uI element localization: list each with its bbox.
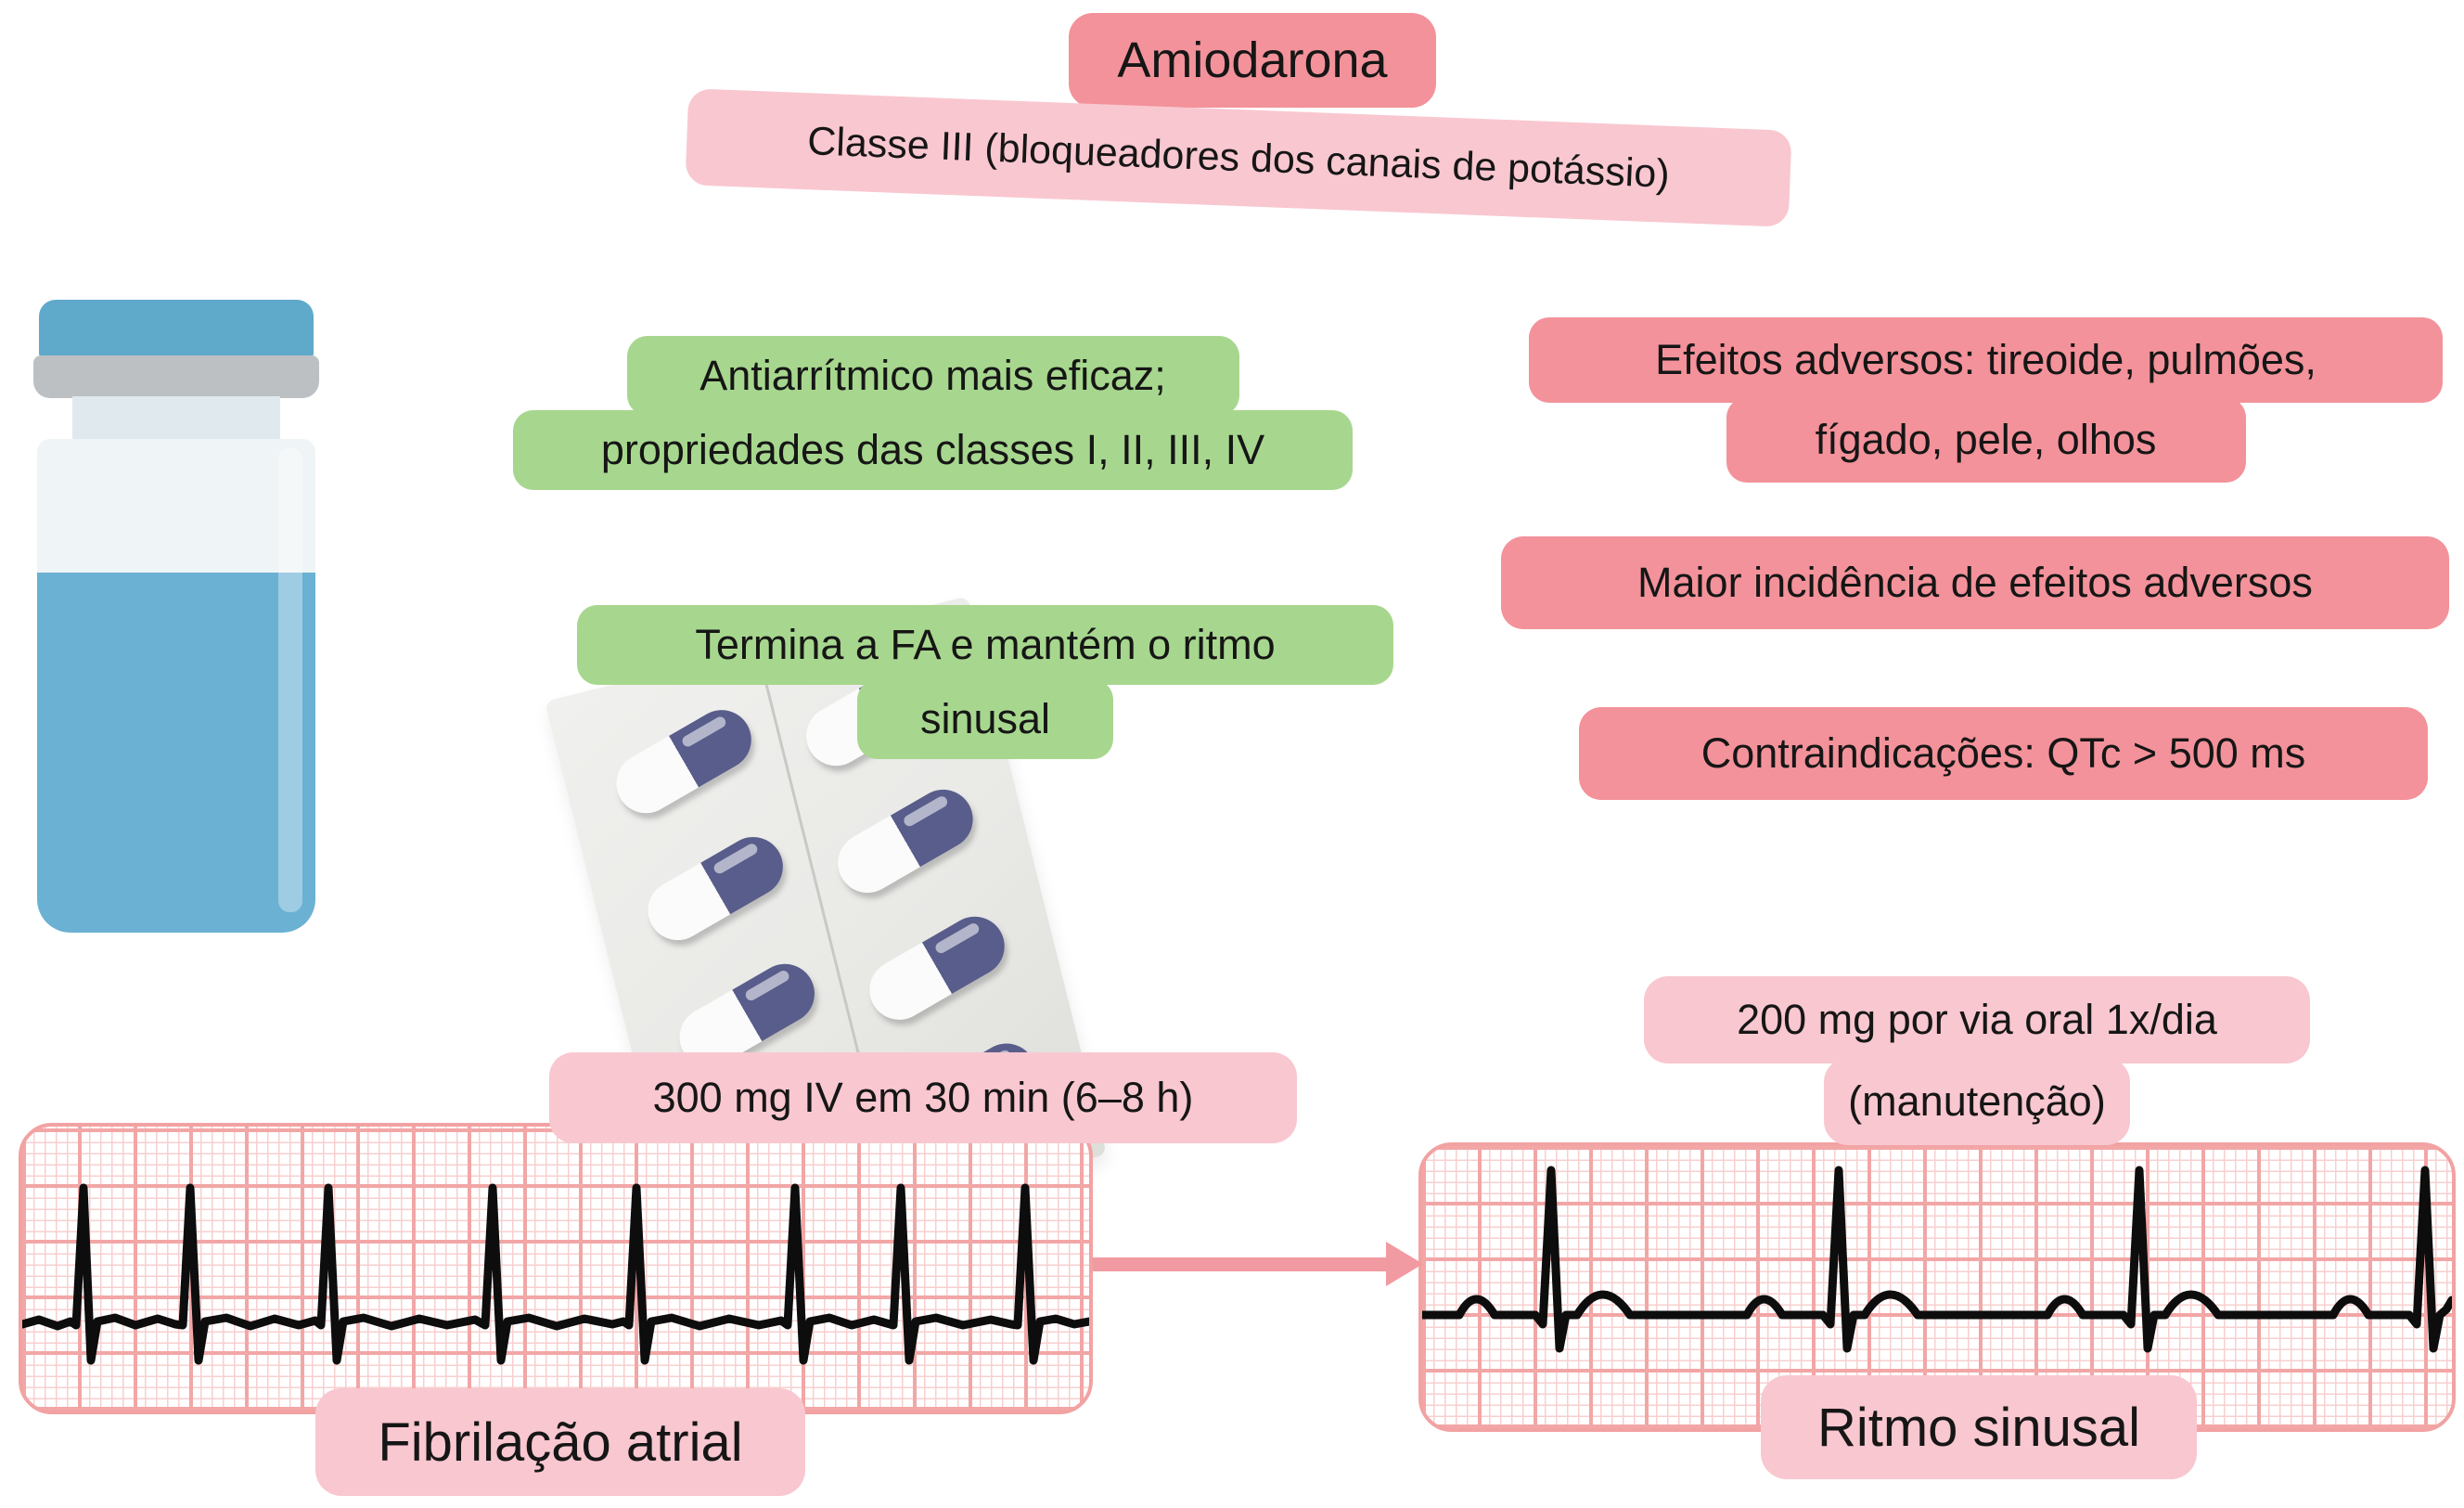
- dose-oral-line2: (manutenção): [1824, 1058, 2130, 1145]
- contraindications-box: Contraindicações: QTc > 500 ms: [1579, 707, 2428, 800]
- subtitle-text: Classe III (bloqueadores dos canais de p…: [806, 118, 1671, 197]
- page-title: Amiodarona: [1117, 32, 1388, 88]
- subtitle-badge: Classe III (bloqueadores dos canais de p…: [685, 88, 1792, 227]
- benefit-rhythm-line1: Termina a FA e mantém o ritmo: [577, 605, 1393, 685]
- vial-liquid: [37, 573, 315, 933]
- ecg-trace-sinus: [1422, 1166, 2452, 1353]
- dose-oral-line1: 200 mg por via oral 1x/dia: [1644, 976, 2310, 1063]
- vial-band: [33, 355, 319, 398]
- vial-neck: [72, 396, 280, 441]
- sinus-label: Ritmo sinusal: [1761, 1375, 2197, 1479]
- vial-shine: [278, 448, 302, 912]
- incidence-box: Maior incidência de efeitos adversos: [1501, 536, 2449, 629]
- arrow-shaft: [1093, 1257, 1388, 1271]
- arrow-right-icon: [1093, 1242, 1423, 1286]
- benefit-box-rhythm: Termina a FA e mantém o ritmo sinusal: [577, 605, 1393, 759]
- arrow-head: [1386, 1242, 1423, 1286]
- title-badge: Amiodarona: [1069, 13, 1436, 108]
- benefit-box-efficacy: Antiarrítmico mais eficaz; propriedades …: [513, 336, 1353, 490]
- ecg-sinus-path: [1422, 1166, 2452, 1353]
- ecg-strip-afib: [19, 1123, 1093, 1414]
- vial-icon: [33, 300, 319, 933]
- capsule-icon: [858, 905, 1015, 1031]
- benefit-efficacy-line1: Antiarrítmico mais eficaz;: [626, 336, 1239, 416]
- afib-label: Fibrilação atrial: [315, 1388, 805, 1496]
- adverse-effects-box: Efeitos adversos: tireoide, pulmões, fíg…: [1529, 317, 2443, 483]
- dose-iv-label: 300 mg IV em 30 min (6–8 h): [549, 1052, 1297, 1143]
- adverse-effects-line2: fígado, pele, olhos: [1726, 397, 2246, 483]
- vial-cap: [39, 300, 314, 357]
- vial-body: [37, 439, 315, 933]
- benefit-efficacy-line2: propriedades das classes I, II, III, IV: [513, 410, 1353, 490]
- adverse-effects-line1: Efeitos adversos: tireoide, pulmões,: [1529, 317, 2443, 403]
- ecg-trace-afib: [22, 1183, 1089, 1365]
- ecg-strip-sinus: [1418, 1142, 2456, 1432]
- benefit-rhythm-line2: sinusal: [857, 679, 1113, 759]
- ecg-afib-path: [22, 1183, 1089, 1365]
- dose-oral-label: 200 mg por via oral 1x/dia (manutenção): [1644, 976, 2310, 1145]
- capsule-icon: [636, 825, 793, 951]
- capsule-icon: [826, 778, 983, 904]
